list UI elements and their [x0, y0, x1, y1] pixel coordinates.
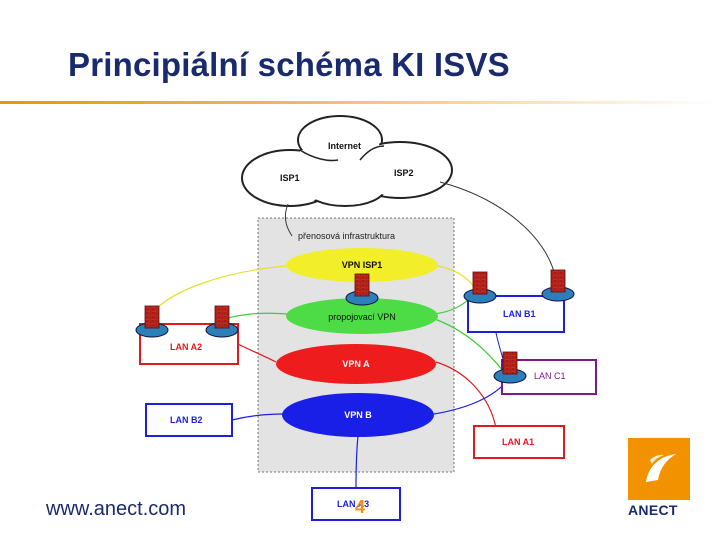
- lan-b1-label: LAN B1: [503, 309, 536, 319]
- slide-title: Principiální schéma KI ISVS: [68, 46, 510, 83]
- link-isp1-infrastructure: [284, 203, 293, 237]
- isp2-label: ISP2: [394, 168, 414, 178]
- lan-a1-label: LAN A1: [502, 437, 534, 447]
- lan-b2-box: [145, 403, 233, 437]
- isp1-label: ISP1: [280, 173, 300, 183]
- internet-label: Internet: [328, 141, 361, 151]
- infrastructure-label: přenosová infrastruktura: [298, 231, 395, 241]
- link-b-a3: [355, 435, 359, 489]
- vpn-a-label: VPN A: [342, 359, 370, 369]
- anect-logo: ANECT: [628, 438, 690, 520]
- lan-a3-box: [311, 487, 401, 521]
- vpn-isp1-label: VPN ISP1: [342, 260, 383, 270]
- logo-mark-icon: [628, 438, 690, 500]
- vpn-b-label: VPN B: [344, 410, 372, 420]
- lan-a3-label: LAN A3: [337, 499, 369, 509]
- vpn-isp1-ellipse: [286, 248, 438, 282]
- firewall-icon-b1-left: [463, 271, 497, 304]
- logo-text: ANECT: [628, 502, 678, 518]
- link-isp2-b1-router: [439, 181, 557, 281]
- title-underline: [0, 101, 720, 104]
- footer-url: www.anect.com: [46, 498, 187, 520]
- page-number: 4: [355, 497, 366, 517]
- firewall-icon-a2-left: [135, 305, 169, 338]
- lan-a2-label: LAN A2: [170, 342, 202, 352]
- vpn-shared-ellipse: [286, 298, 438, 334]
- link-a-a1: [435, 361, 497, 429]
- vpn-shared-label: propojovací VPN: [328, 312, 396, 322]
- link-b-b2: [231, 413, 285, 421]
- firewall-icon-b1-right: [541, 269, 575, 302]
- lan-b2-label: LAN B2: [170, 415, 203, 425]
- firewall-icon-c1: [493, 351, 527, 384]
- firewall-icon-shared: [345, 273, 379, 306]
- lan-a1-box: [473, 425, 565, 459]
- vpn-b-ellipse: [282, 393, 434, 437]
- firewall-icon-a2-right: [205, 305, 239, 338]
- lan-c1-label: LAN C1: [534, 371, 566, 381]
- link-shared-c1: [431, 317, 505, 373]
- vpn-a-ellipse: [276, 344, 436, 384]
